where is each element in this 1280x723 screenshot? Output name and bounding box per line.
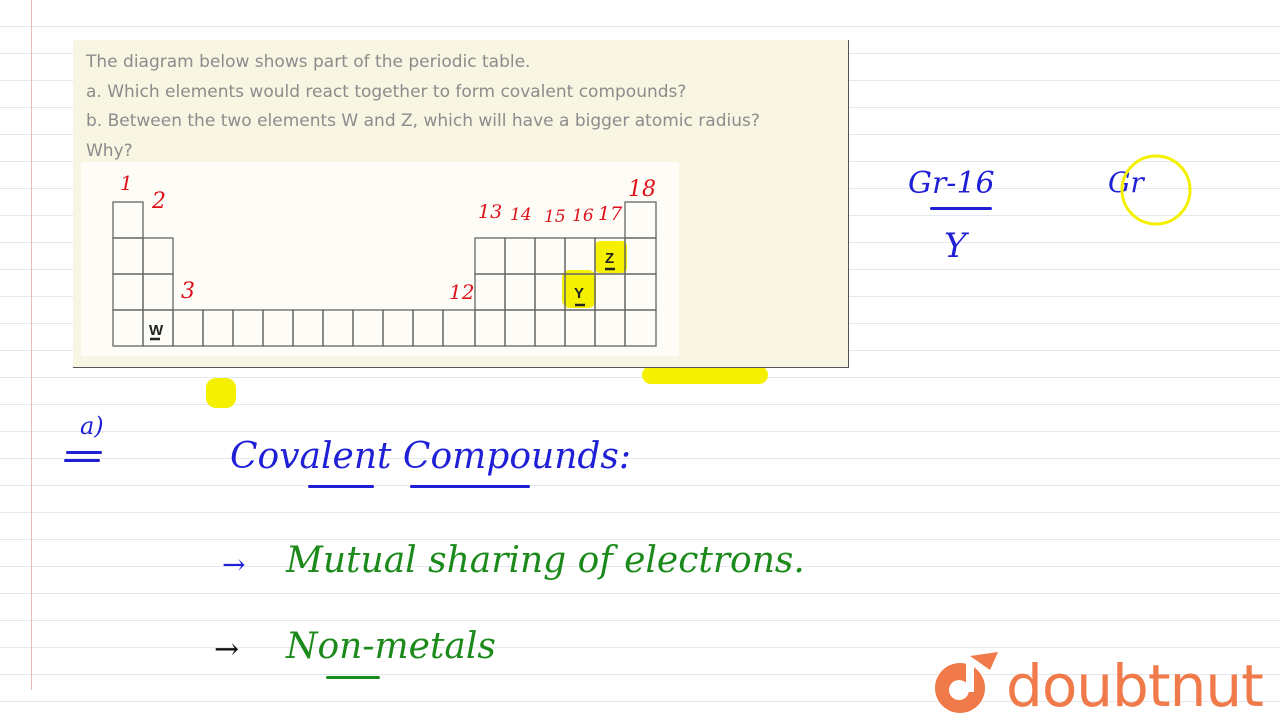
question-line: The diagram below shows part of the peri… (86, 52, 531, 72)
part-label-underline (66, 451, 102, 454)
note-underline (930, 207, 992, 210)
bullet-arrow: → (222, 548, 246, 581)
point-non-metals: Non-metals (286, 626, 496, 667)
note-element-y: Y (944, 226, 967, 266)
note-group-16: Gr-16 (908, 166, 995, 201)
part-label-underline (64, 459, 100, 462)
heading-underline (308, 485, 374, 488)
doubtnut-logo: doubtnut (928, 648, 1268, 720)
brand-name: doubtnut (1006, 652, 1263, 718)
yellow-circle-mark (1120, 154, 1192, 226)
question-text: The diagram below shows part of the peri… (86, 48, 836, 166)
marker-highlight (642, 366, 768, 384)
solution-heading: Covalent Compounds: (230, 436, 632, 477)
question-card: The diagram below shows part of the peri… (73, 40, 849, 368)
bullet-arrow: → (214, 632, 240, 667)
heading-underline (410, 485, 530, 488)
doubtnut-logo-graphic: doubtnut (935, 652, 1264, 720)
point-underline (326, 676, 380, 679)
marker-highlight (206, 378, 236, 408)
question-line: a. Which elements would react together t… (86, 81, 687, 102)
notebook-margin-line (31, 0, 32, 690)
point-sharing-electrons: Mutual sharing of electrons. (286, 540, 805, 581)
periodic-table-panel (81, 162, 679, 356)
question-line: Why? (86, 140, 133, 161)
part-label-a: a) (80, 412, 104, 440)
question-line: b. Between the two elements W and Z, whi… (86, 111, 760, 131)
